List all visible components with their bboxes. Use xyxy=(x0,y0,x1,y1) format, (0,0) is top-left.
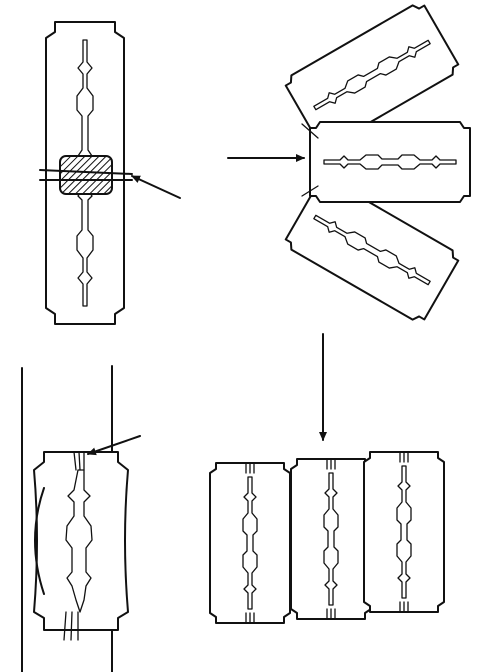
bend-curve xyxy=(34,487,45,595)
panel-three-blades-stacked xyxy=(209,333,445,624)
razor-blade-icon xyxy=(363,451,445,613)
razor-blade-icon xyxy=(290,458,372,620)
pointer-arrow xyxy=(131,175,181,199)
clamp-bar xyxy=(39,169,133,175)
razor-blade-icon xyxy=(309,121,471,203)
razor-blade-icon xyxy=(209,462,291,624)
panel-blade-bent-in-holder xyxy=(21,365,141,672)
clamp-block xyxy=(59,155,113,195)
pointer-arrow xyxy=(87,435,141,456)
razor-blade-icon xyxy=(33,451,129,641)
panel-single-blade-clamped xyxy=(39,21,181,325)
panel-three-blades-fanned xyxy=(227,0,471,326)
